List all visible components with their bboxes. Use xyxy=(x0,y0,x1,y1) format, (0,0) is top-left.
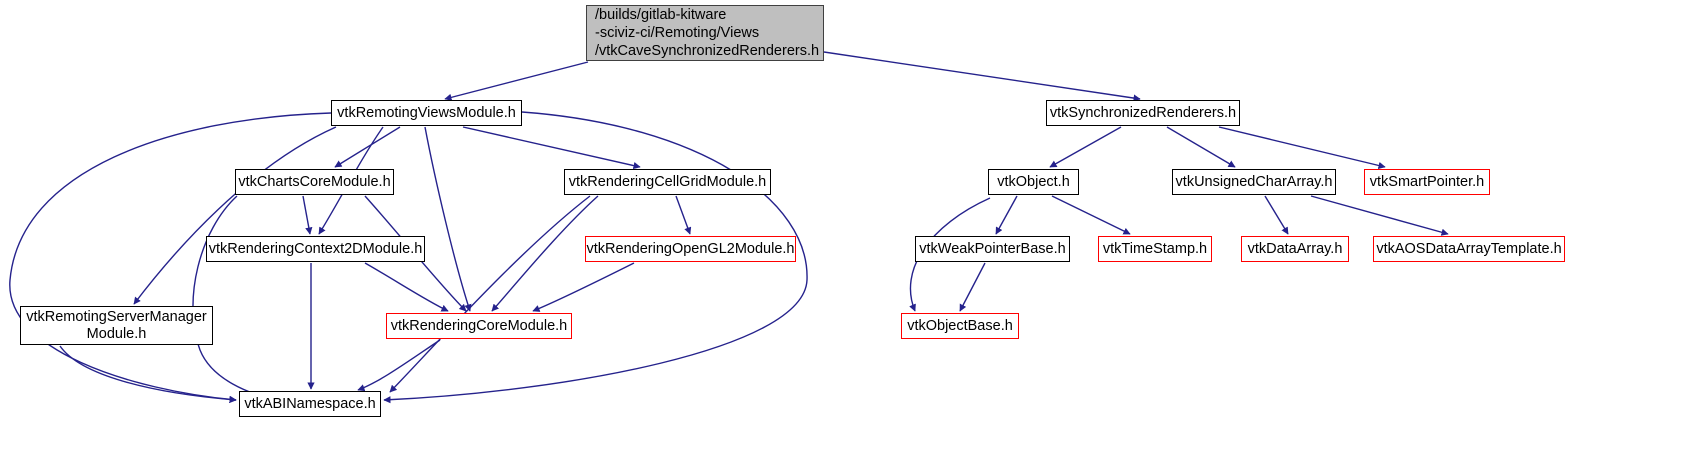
edge-weakpointerbase-objectbase xyxy=(959,262,986,312)
node-vtkrenderingcontext2dmodule[interactable]: vtkRenderingContext2DModule.h xyxy=(206,236,425,262)
edge-remotingviews-cellgrid xyxy=(462,126,641,170)
node-label: vtkRemotingServerManager Module.h xyxy=(26,308,207,342)
node-vtkrenderingcellgridmodule[interactable]: vtkRenderingCellGridModule.h xyxy=(564,169,771,195)
node-label: vtkObjectBase.h xyxy=(907,317,1013,334)
node-label: vtkABINamespace.h xyxy=(244,395,376,412)
node-label: vtkAOSDataArrayTemplate.h xyxy=(1376,240,1562,257)
edge-renderingcore-abinamespace xyxy=(357,339,441,392)
node-label: vtkRenderingOpenGL2Module.h xyxy=(586,240,795,257)
node-vtksmartpointer[interactable]: vtkSmartPointer.h xyxy=(1364,169,1490,195)
edge-unsignedchararray-aostemplate xyxy=(1310,195,1449,236)
edge-syncrenderers-object xyxy=(1049,126,1122,168)
edge-chartscore-context2d xyxy=(302,195,313,235)
edge-cellgrid-opengl2 xyxy=(675,195,692,235)
node-label: vtkRemotingViewsModule.h xyxy=(337,104,516,121)
edge-cellgrid-renderingcore xyxy=(491,195,599,312)
edge-remotingviews-chartscore xyxy=(334,126,401,168)
edge-cellgrid-abinamespace xyxy=(389,195,591,393)
edge-context2d-renderingcore xyxy=(364,262,449,312)
node-label: vtkRenderingContext2DModule.h xyxy=(208,240,423,257)
node-vtkrenderingcoremodule[interactable]: vtkRenderingCoreModule.h xyxy=(386,313,572,339)
node-label: vtkWeakPointerBase.h xyxy=(919,240,1066,257)
node-vtkrenderingopengl2module[interactable]: vtkRenderingOpenGL2Module.h xyxy=(585,236,796,262)
node-label: vtkSynchronizedRenderers.h xyxy=(1049,104,1237,121)
edge-syncrenderers-smartpointer xyxy=(1218,126,1386,170)
node-label: vtkChartsCoreModule.h xyxy=(238,173,391,190)
node-label: vtkRenderingCoreModule.h xyxy=(390,317,568,334)
node-vtkunsignedchararray[interactable]: vtkUnsignedCharArray.h xyxy=(1172,169,1336,195)
edge-root-remoting-views-module xyxy=(444,61,589,101)
edge-chartscore-abinamespace xyxy=(192,195,277,403)
node-label: vtkDataArray.h xyxy=(1247,240,1343,257)
node-vtkremotingservermanagermodule[interactable]: vtkRemotingServerManager Module.h xyxy=(20,306,213,345)
node-root-vtkcavesynchronizedrenderers[interactable]: /builds/gitlab-kitware -sciviz-ci/Remoti… xyxy=(586,5,824,61)
node-vtkweakpointerbase[interactable]: vtkWeakPointerBase.h xyxy=(915,236,1070,262)
edge-object-timestamp xyxy=(1051,195,1131,235)
node-label: vtkUnsignedCharArray.h xyxy=(1175,173,1333,190)
node-vtkabinamespace[interactable]: vtkABINamespace.h xyxy=(239,391,381,417)
node-vtkobject[interactable]: vtkObject.h xyxy=(988,169,1079,195)
edge-servermanager-abinamespace xyxy=(59,345,237,404)
edge-root-synchronized-renderers xyxy=(823,51,1141,102)
node-vtksynchronizedrenderers[interactable]: vtkSynchronizedRenderers.h xyxy=(1046,100,1240,126)
edge-object-weakpointerbase xyxy=(995,195,1018,235)
node-label: vtkTimeStamp.h xyxy=(1102,240,1208,257)
edge-remotingviews-renderingcore xyxy=(424,126,472,312)
edge-unsignedchararray-dataarray xyxy=(1264,195,1289,235)
edge-syncrenderers-unsignedchararray xyxy=(1166,126,1236,168)
node-vtkaosdataarraytemplate[interactable]: vtkAOSDataArrayTemplate.h xyxy=(1373,236,1565,262)
edge-remotingviews-servermanager xyxy=(133,126,337,305)
node-label: vtkObject.h xyxy=(997,173,1070,190)
node-label: vtkSmartPointer.h xyxy=(1369,173,1485,190)
edge-opengl2-renderingcore xyxy=(532,262,635,312)
node-vtkchartscoremodule[interactable]: vtkChartsCoreModule.h xyxy=(235,169,394,195)
node-vtkremotingviewsmodule[interactable]: vtkRemotingViewsModule.h xyxy=(331,100,522,126)
node-vtktimestamp[interactable]: vtkTimeStamp.h xyxy=(1098,236,1212,262)
node-label: /builds/gitlab-kitware -sciviz-ci/Remoti… xyxy=(595,7,820,59)
node-label: vtkRenderingCellGridModule.h xyxy=(568,173,767,190)
node-vtkobjectbase[interactable]: vtkObjectBase.h xyxy=(901,313,1019,339)
node-vtkdataarray[interactable]: vtkDataArray.h xyxy=(1241,236,1349,262)
